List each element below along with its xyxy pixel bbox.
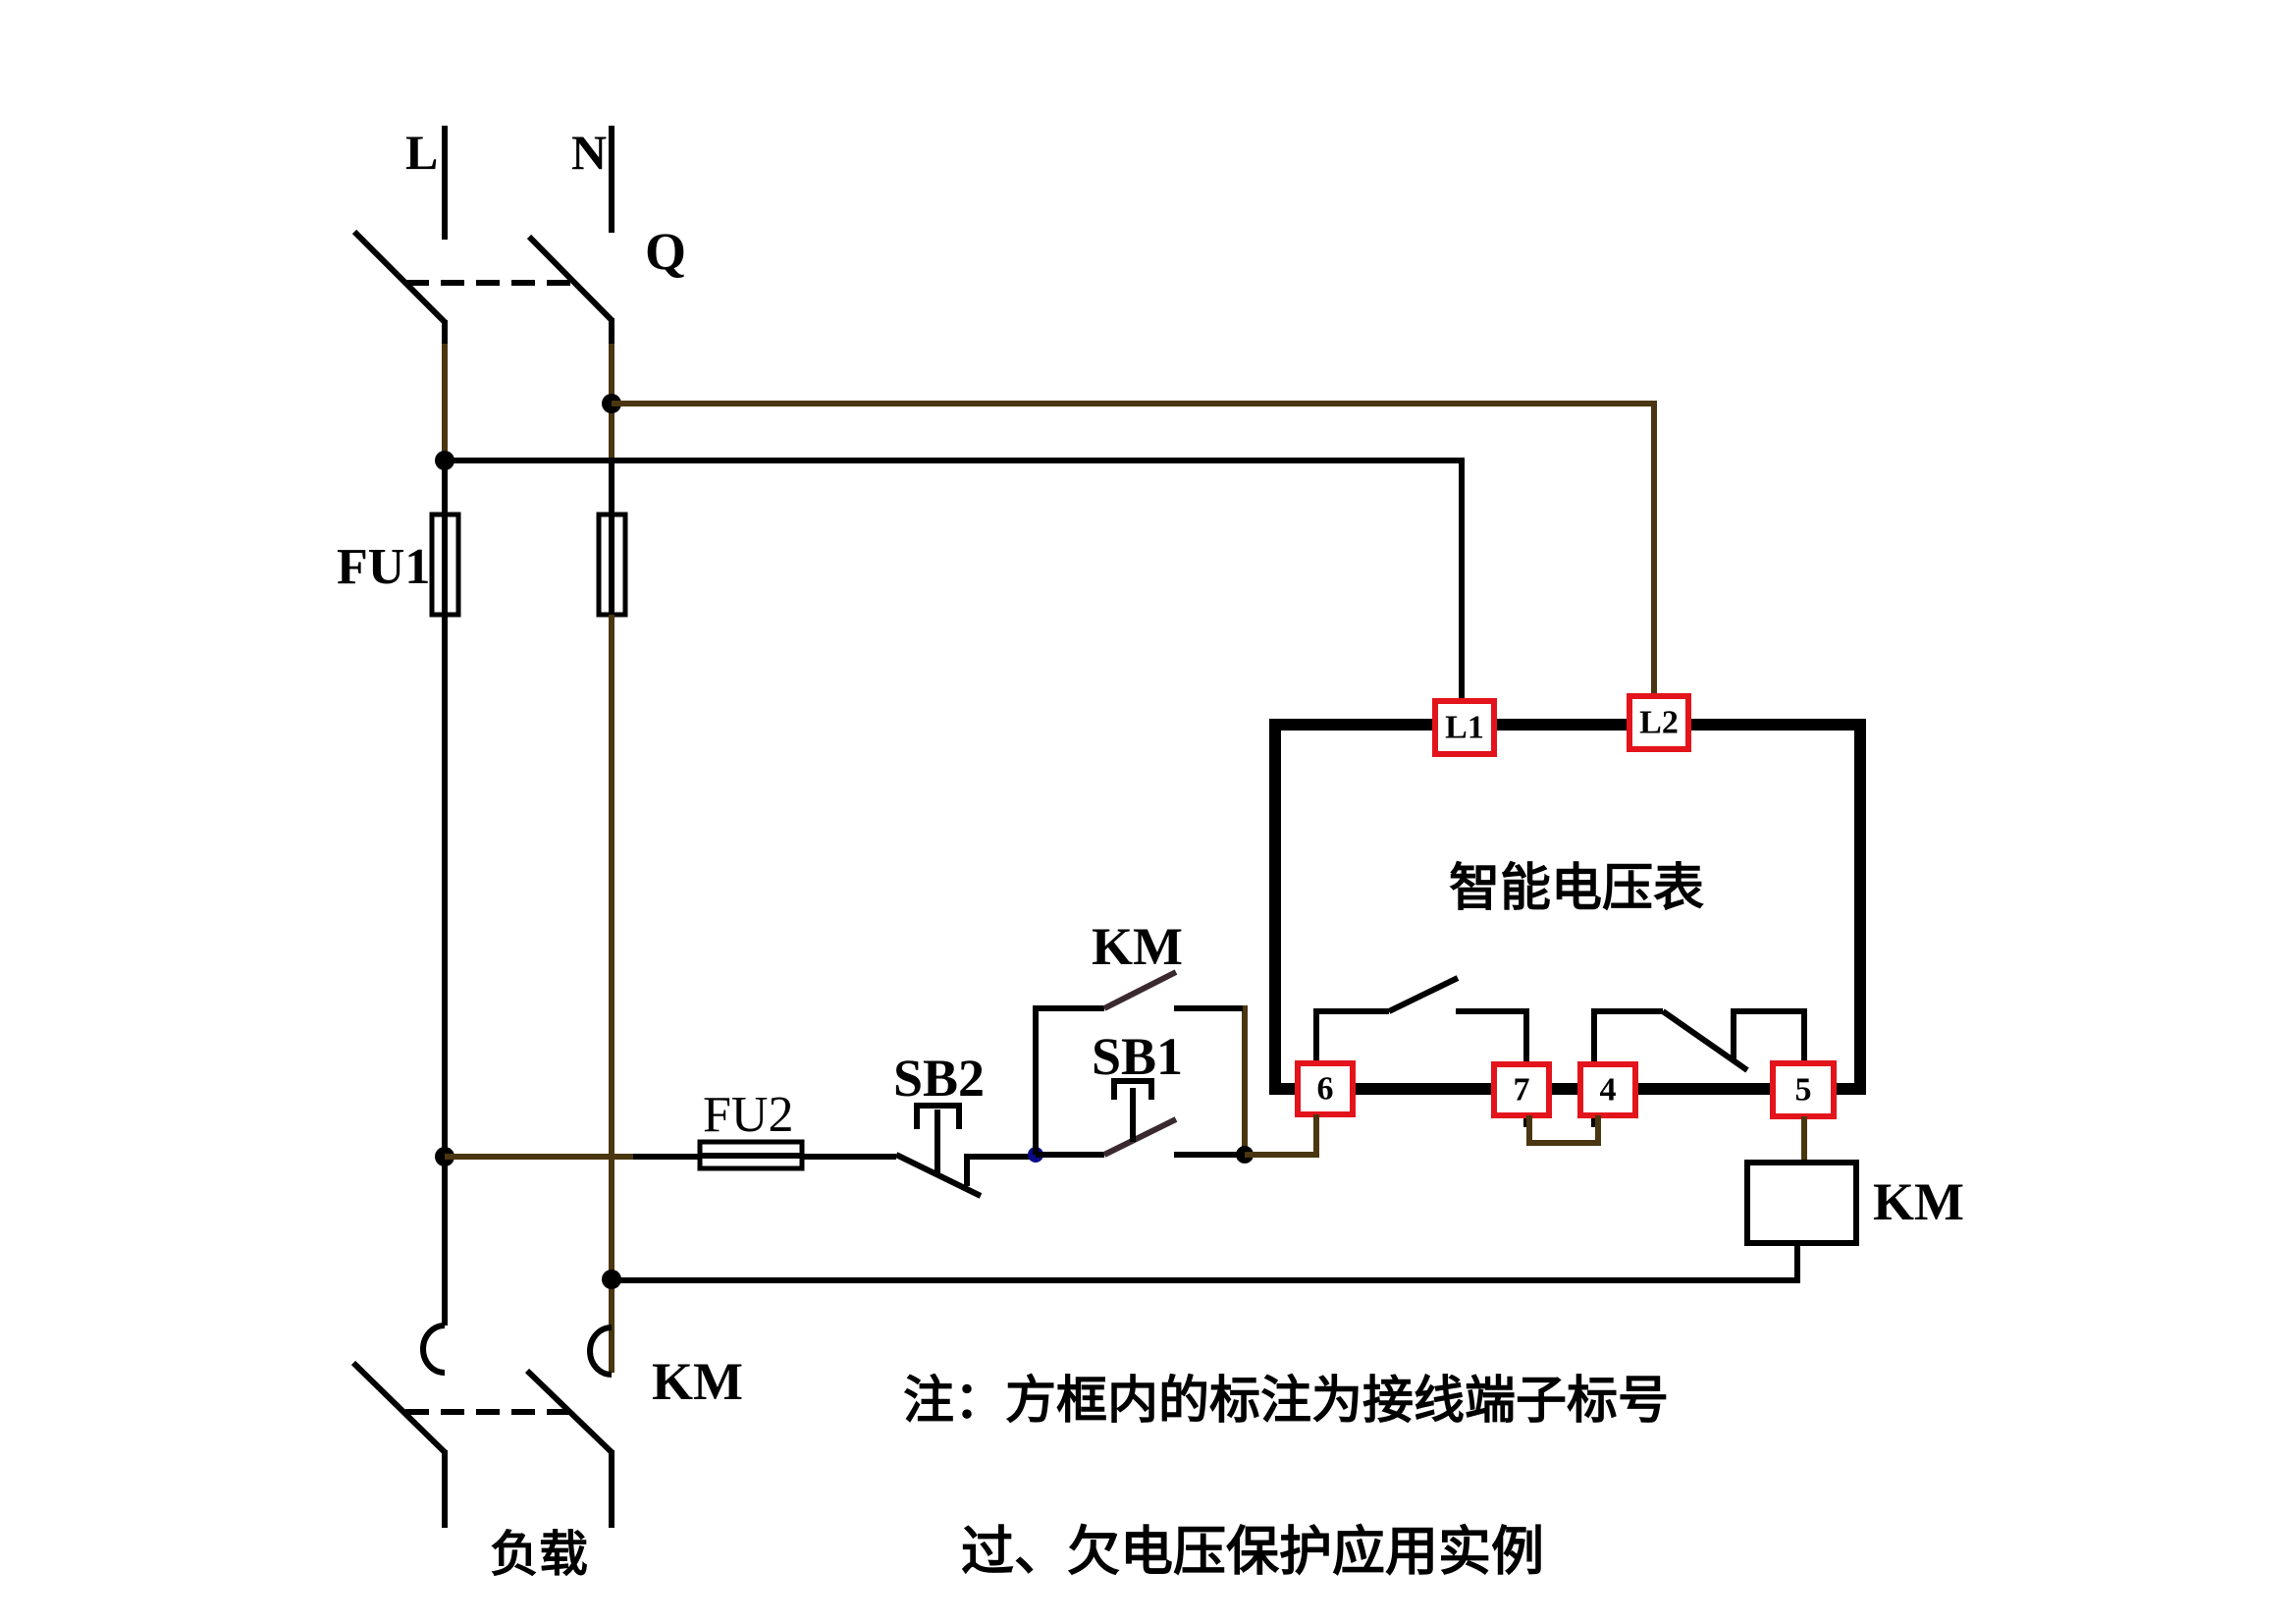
breaker-q xyxy=(351,126,614,344)
sb1-contact xyxy=(1102,1116,1178,1158)
terminal-6-label: 6 xyxy=(1317,1071,1334,1108)
terminal-4-label: 4 xyxy=(1600,1072,1617,1109)
terminal-l1: L1 xyxy=(1432,698,1497,757)
label-fu2: FU2 xyxy=(703,1087,793,1143)
label-km-coil: KM xyxy=(1873,1172,1964,1231)
meter-box xyxy=(1269,719,1866,1095)
label-fu1: FU1 xyxy=(337,539,430,595)
label-sb1: SB1 xyxy=(1092,1027,1183,1086)
meter-name: 智能电压表 xyxy=(1449,859,1704,918)
terminal-7-label: 7 xyxy=(1514,1072,1530,1109)
km-main-arc-l xyxy=(420,1323,446,1376)
label-km-aux: KM xyxy=(1092,917,1183,976)
terminal-4: 4 xyxy=(1577,1061,1638,1118)
wire-n-to-l2 xyxy=(612,401,1657,717)
label-km-main: KM xyxy=(652,1352,743,1411)
jumper-7-4 xyxy=(1526,1115,1601,1146)
label-n: N xyxy=(571,125,607,180)
wire xyxy=(1033,1005,1104,1155)
terminal-7: 7 xyxy=(1491,1061,1552,1118)
km-main-blade-l xyxy=(350,1360,448,1455)
km-aux-contact xyxy=(1102,969,1178,1011)
relay-contact-no xyxy=(1387,975,1460,1014)
label-load: 负载 xyxy=(490,1526,588,1583)
wire-to-terminal-6 xyxy=(1245,1114,1319,1158)
terminal-6: 6 xyxy=(1295,1060,1356,1117)
terminal-l2-label: L2 xyxy=(1639,705,1679,741)
label-q: Q xyxy=(645,222,686,281)
wire-l-to-l1 xyxy=(445,458,1465,722)
wire-coil-to-n xyxy=(612,1243,1800,1283)
terminal-5: 5 xyxy=(1770,1060,1837,1119)
wire xyxy=(1174,1005,1248,1155)
terminal-l2: L2 xyxy=(1627,693,1691,752)
km-main-arc-n xyxy=(587,1325,613,1378)
breaker-blade-l xyxy=(351,229,448,325)
terminal-l1-label: L1 xyxy=(1445,710,1484,746)
sb2-button-cap xyxy=(914,1103,962,1129)
label-l: L xyxy=(405,125,438,180)
sb2-contact xyxy=(894,1152,983,1199)
km-coil xyxy=(1744,1160,1859,1246)
wire xyxy=(964,1154,1036,1186)
terminal-5-label: 5 xyxy=(1795,1072,1812,1109)
label-sb2: SB2 xyxy=(893,1049,985,1108)
sb1-button-cap xyxy=(1111,1078,1154,1100)
diagram-title: 过、欠电压保护应用实例 xyxy=(961,1521,1544,1583)
breaker-blade-n xyxy=(526,234,614,323)
note-text: 注：方框内的标注为接线端子标号 xyxy=(903,1372,1669,1431)
